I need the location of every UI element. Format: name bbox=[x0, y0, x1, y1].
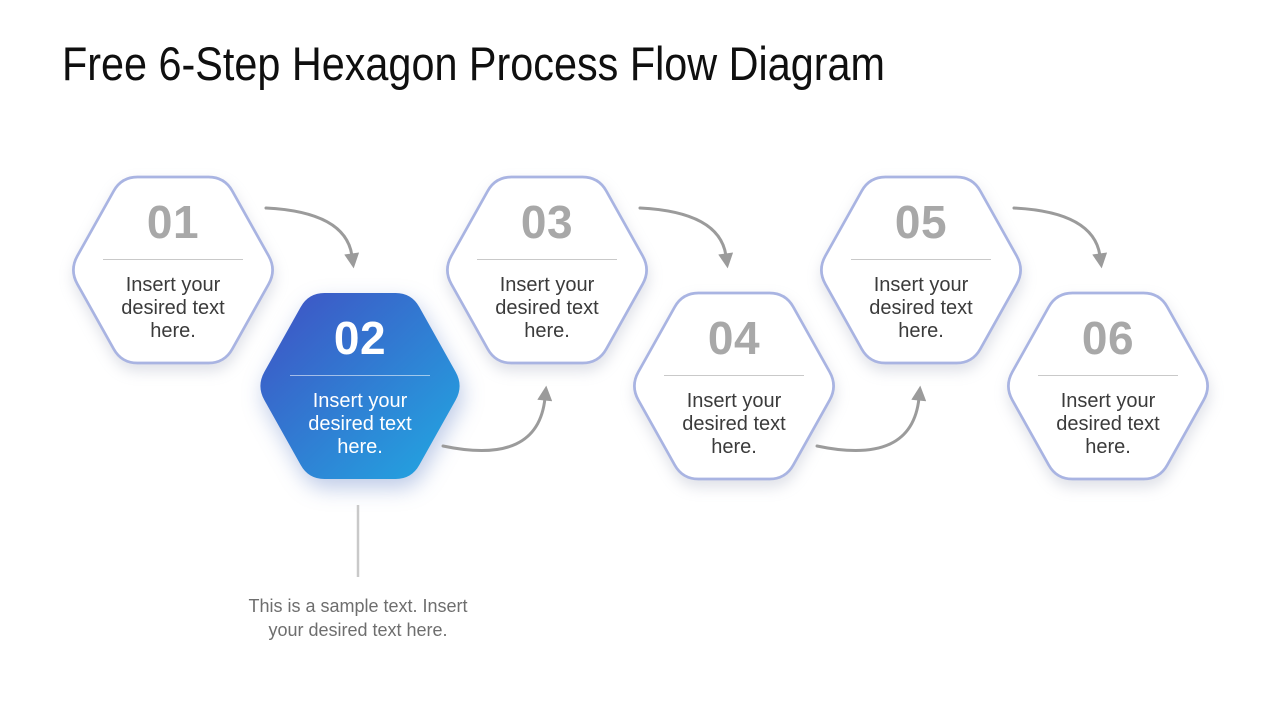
hexagon-step-4 bbox=[633, 291, 835, 481]
hexagon-step-5 bbox=[820, 175, 1022, 365]
callout-text: This is a sample text. Insert your desir… bbox=[248, 596, 468, 640]
flow-arrow-1-2 bbox=[264, 206, 360, 269]
flow-arrow-4-5 bbox=[815, 385, 927, 453]
hexagon-step-3 bbox=[446, 175, 648, 365]
flow-arrow-3-4 bbox=[638, 206, 734, 269]
hexagon-step-1 bbox=[72, 175, 274, 365]
flow-arrow-2-3 bbox=[441, 385, 553, 453]
hexagon-step-6 bbox=[1007, 291, 1209, 481]
page-title: Free 6-Step Hexagon Process Flow Diagram bbox=[62, 37, 885, 90]
flow-arrow-5-6 bbox=[1012, 206, 1108, 269]
hexagon-step-2 bbox=[260, 293, 460, 479]
